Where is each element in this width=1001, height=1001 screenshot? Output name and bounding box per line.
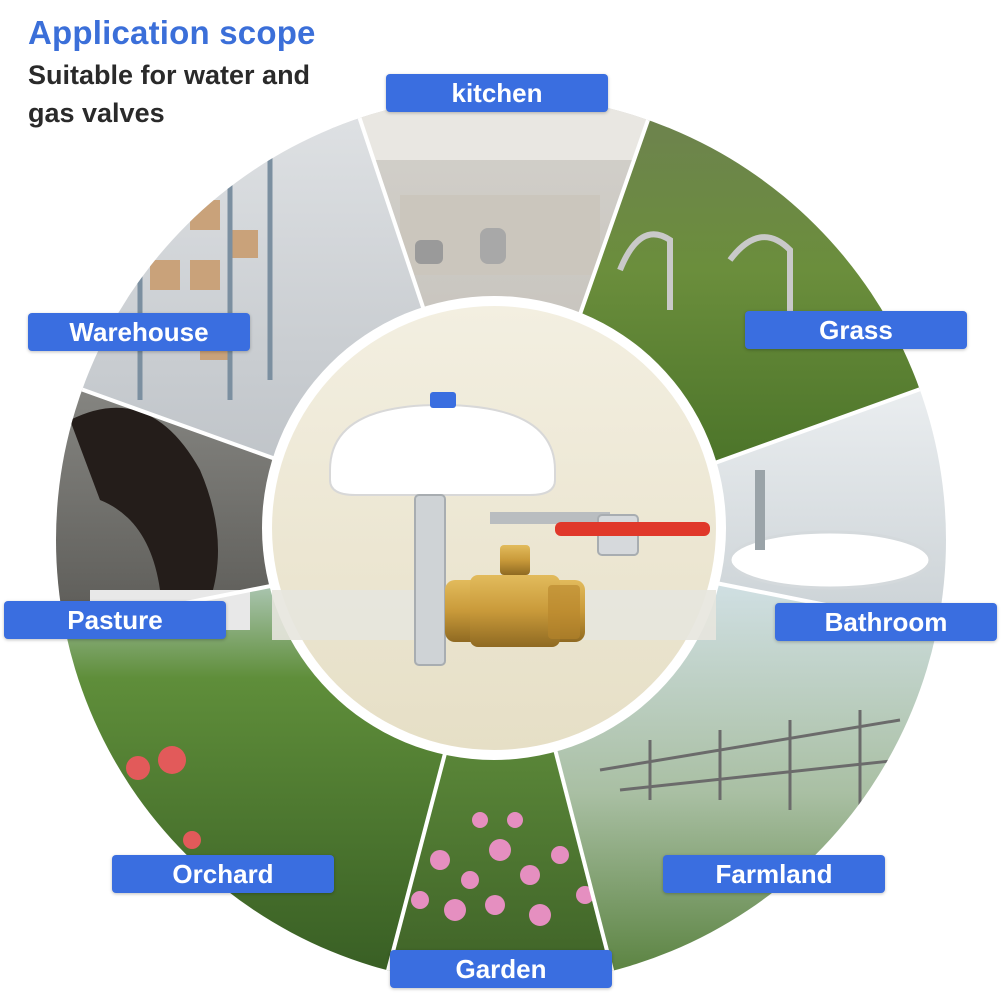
label-pasture: Pasture: [4, 601, 226, 639]
label-kitchen: kitchen: [386, 74, 608, 112]
label-bathroom: Bathroom: [775, 603, 997, 641]
page-subtitle: Suitable for water and gas valves: [28, 60, 311, 128]
label-orchard: Orchard: [112, 855, 334, 893]
label-grass: Grass: [745, 311, 967, 349]
valve-controller-image: [262, 296, 726, 760]
label-warehouse: Warehouse: [28, 313, 250, 351]
label-garden: Garden: [390, 950, 612, 988]
page-title: Application scope: [28, 14, 316, 51]
garden-scene: [380, 540, 620, 985]
label-farmland: Farmland: [663, 855, 885, 893]
